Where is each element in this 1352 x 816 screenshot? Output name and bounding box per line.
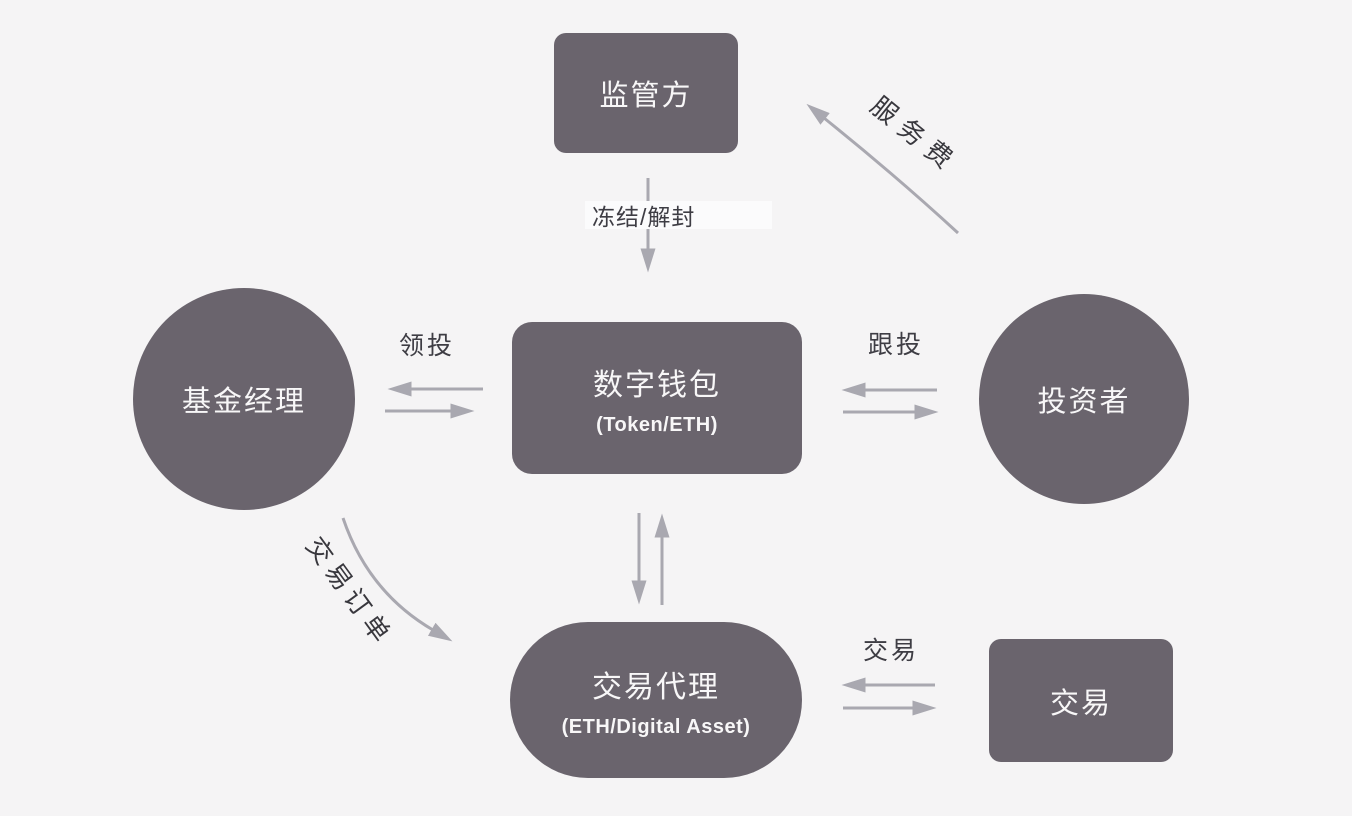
freeze-label-band: 冻结/解封 — [585, 201, 772, 230]
node-regulator-label: 监管方 — [599, 80, 693, 112]
node-trade-agent-label: 交易代理 — [592, 670, 720, 704]
node-fund-manager-label: 基金经理 — [181, 386, 306, 418]
trade-order-arrow — [341, 517, 453, 642]
node-digital-wallet-label: 数字钱包 — [593, 368, 721, 402]
node-regulator: 监管方 — [554, 33, 738, 153]
node-digital-wallet: 数字钱包 (Token/ETH) — [512, 322, 802, 474]
node-digital-wallet-sublabel: (Token/ETH) — [596, 413, 718, 436]
node-trade-agent-sublabel: (ETH/Digital Asset) — [561, 715, 751, 738]
node-investor: 投资者 — [979, 294, 1189, 504]
edge-label-lead-invest: 领投 — [398, 332, 456, 360]
node-exchange: 交易 — [989, 639, 1173, 762]
service-fee-arrow — [806, 103, 960, 235]
edge-label-freeze: 冻结/解封 — [592, 204, 696, 230]
node-exchange-label: 交易 — [1049, 687, 1112, 720]
edge-label-trade: 交易 — [862, 637, 920, 665]
node-investor-label: 投资者 — [1037, 386, 1131, 418]
node-fund-manager: 基金经理 — [133, 288, 355, 510]
edge-label-follow-invest: 跟投 — [867, 331, 925, 359]
node-trade-agent: 交易代理 (ETH/Digital Asset) — [510, 622, 802, 778]
